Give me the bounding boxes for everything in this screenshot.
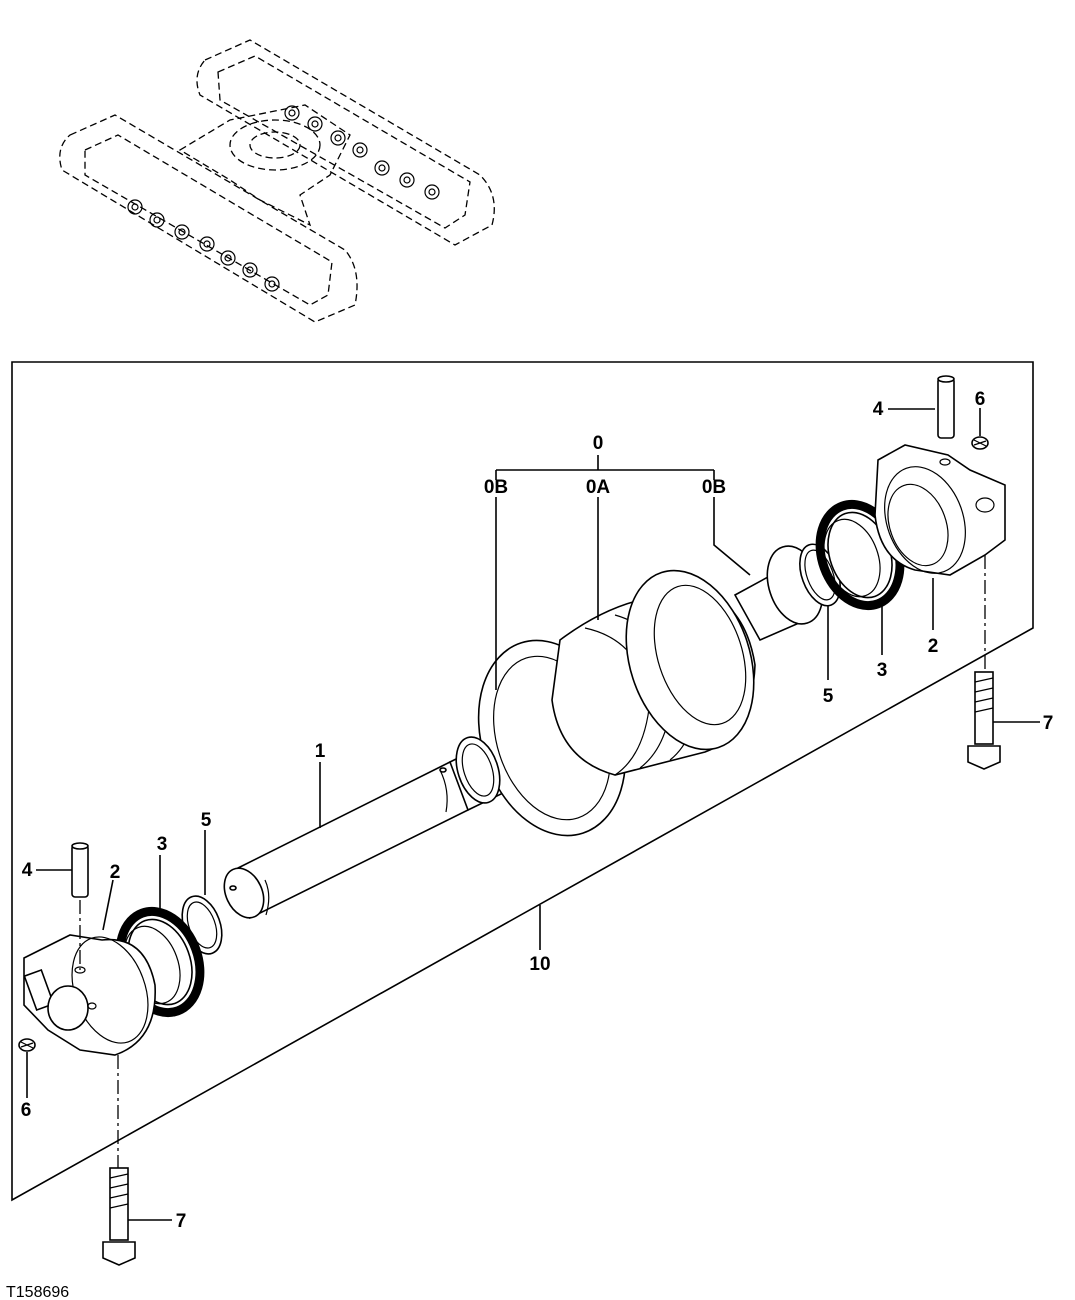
- callout-4-left: 4: [22, 860, 33, 881]
- callout-3-left: 3: [157, 834, 168, 855]
- callout-4-right: 4: [873, 399, 884, 420]
- bolt-icon: [102, 1167, 136, 1266]
- plug-icon: [18, 1038, 36, 1052]
- callout-0b-right: 0B: [702, 477, 726, 498]
- bolt-icon: [967, 671, 1001, 770]
- leader-lines: [26, 408, 1040, 1221]
- collar-icon: [23, 934, 156, 1056]
- callout-2-right: 2: [928, 636, 939, 657]
- callout-6-right: 6: [975, 389, 986, 410]
- callout-5-right: 5: [823, 686, 834, 707]
- plug-icon: [971, 436, 989, 450]
- locator-bolts-far: [284, 105, 440, 200]
- track-frame-locator-icon: [59, 39, 495, 323]
- callout-1: 1: [315, 741, 326, 762]
- callout-5-left: 5: [201, 810, 212, 831]
- callout-10: 10: [529, 954, 550, 975]
- callout-labels: 0 0B 0A 0B 1 4 6 2 3 5 7 4 2 3 5 6 7 10: [21, 389, 1054, 1232]
- locator-bolts-near: [127, 199, 280, 292]
- callout-6-left: 6: [21, 1100, 32, 1121]
- roller-assembly-icon: [455, 545, 824, 837]
- callout-7-left: 7: [176, 1211, 187, 1232]
- callout-0b-left: 0B: [484, 477, 508, 498]
- callout-7-right: 7: [1043, 713, 1054, 734]
- seal-icon: [815, 499, 905, 611]
- callout-2-left: 2: [110, 862, 121, 883]
- assembly-boundary: [11, 361, 1034, 1202]
- collar-icon: [874, 444, 1006, 576]
- callout-0: 0: [593, 433, 604, 454]
- pin-icon: [71, 842, 89, 898]
- callout-3-right: 3: [877, 660, 888, 681]
- figure-id: T158696: [6, 1284, 69, 1300]
- pin-icon: [937, 375, 955, 439]
- callout-0a: 0A: [586, 477, 611, 498]
